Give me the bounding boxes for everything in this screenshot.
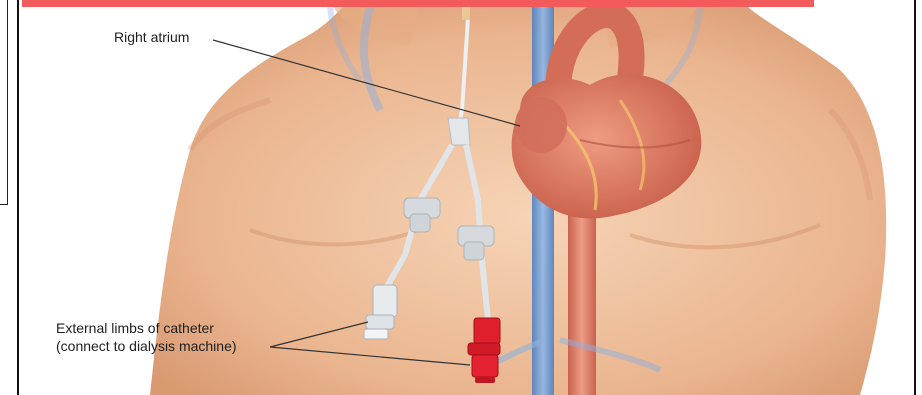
right-atrium bbox=[515, 97, 567, 153]
aorta bbox=[568, 200, 596, 395]
label-right-atrium: Right atrium bbox=[114, 28, 189, 46]
label-external-limbs-line1: External limbs of catheter bbox=[56, 319, 237, 337]
frame-line-right bbox=[914, 0, 916, 395]
label-external-limbs: External limbs of catheter (connect to d… bbox=[56, 319, 237, 355]
frame-line-left bbox=[17, 0, 19, 395]
catheter-junction bbox=[448, 118, 470, 145]
frame-left-box bbox=[0, 0, 8, 205]
label-external-limbs-line2: (connect to dialysis machine) bbox=[56, 337, 237, 355]
top-banner bbox=[22, 0, 814, 7]
